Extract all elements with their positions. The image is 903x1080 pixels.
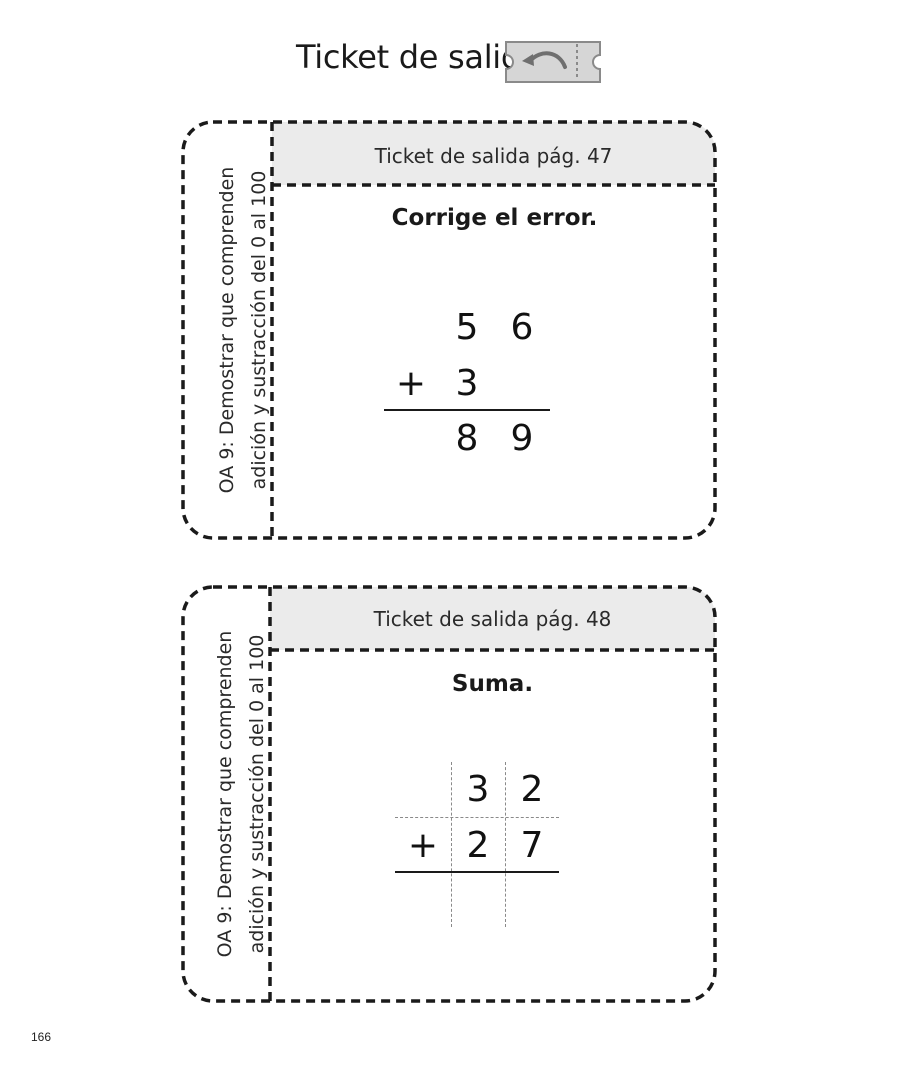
digit: 8: [455, 418, 479, 459]
instruction: Corrige el error.: [391, 205, 598, 231]
exit-ticket-card-1: OA 9: Demostrar que comprenden adición y…: [181, 120, 717, 540]
instruction: Suma.: [451, 671, 534, 697]
objective-label: OA 9: Demostrar que comprenden adición y…: [214, 630, 268, 958]
digit: 3: [455, 363, 479, 404]
page-title: Ticket de salida: [296, 38, 541, 76]
objective-label: OA 9: Demostrar que comprenden adición y…: [216, 166, 270, 494]
place-value-guide: [451, 762, 452, 927]
digit: 7: [520, 825, 544, 866]
plus-sign: +: [395, 363, 427, 404]
digit: 2: [466, 825, 490, 866]
digit: 2: [520, 769, 544, 810]
plus-sign: +: [407, 825, 439, 866]
sum-line: [384, 409, 550, 411]
ticket-frame: [181, 585, 717, 1003]
digit: 9: [510, 418, 534, 459]
sum-line: [395, 871, 559, 873]
exit-ticket-card-2: OA 9: Demostrar que comprenden adición y…: [181, 585, 717, 1003]
ticket-header: Ticket de salida pág. 48: [373, 607, 612, 631]
digit: 6: [510, 307, 534, 348]
ticket-frame: [181, 120, 717, 540]
ticket-return-arrow-icon: [505, 41, 601, 83]
digit: 3: [466, 769, 490, 810]
digit: 5: [455, 307, 479, 348]
place-value-guide: [505, 762, 506, 927]
row-guide: [395, 817, 559, 818]
ticket-header: Ticket de salida pág. 47: [374, 144, 613, 168]
page-number: 166: [31, 1030, 52, 1044]
